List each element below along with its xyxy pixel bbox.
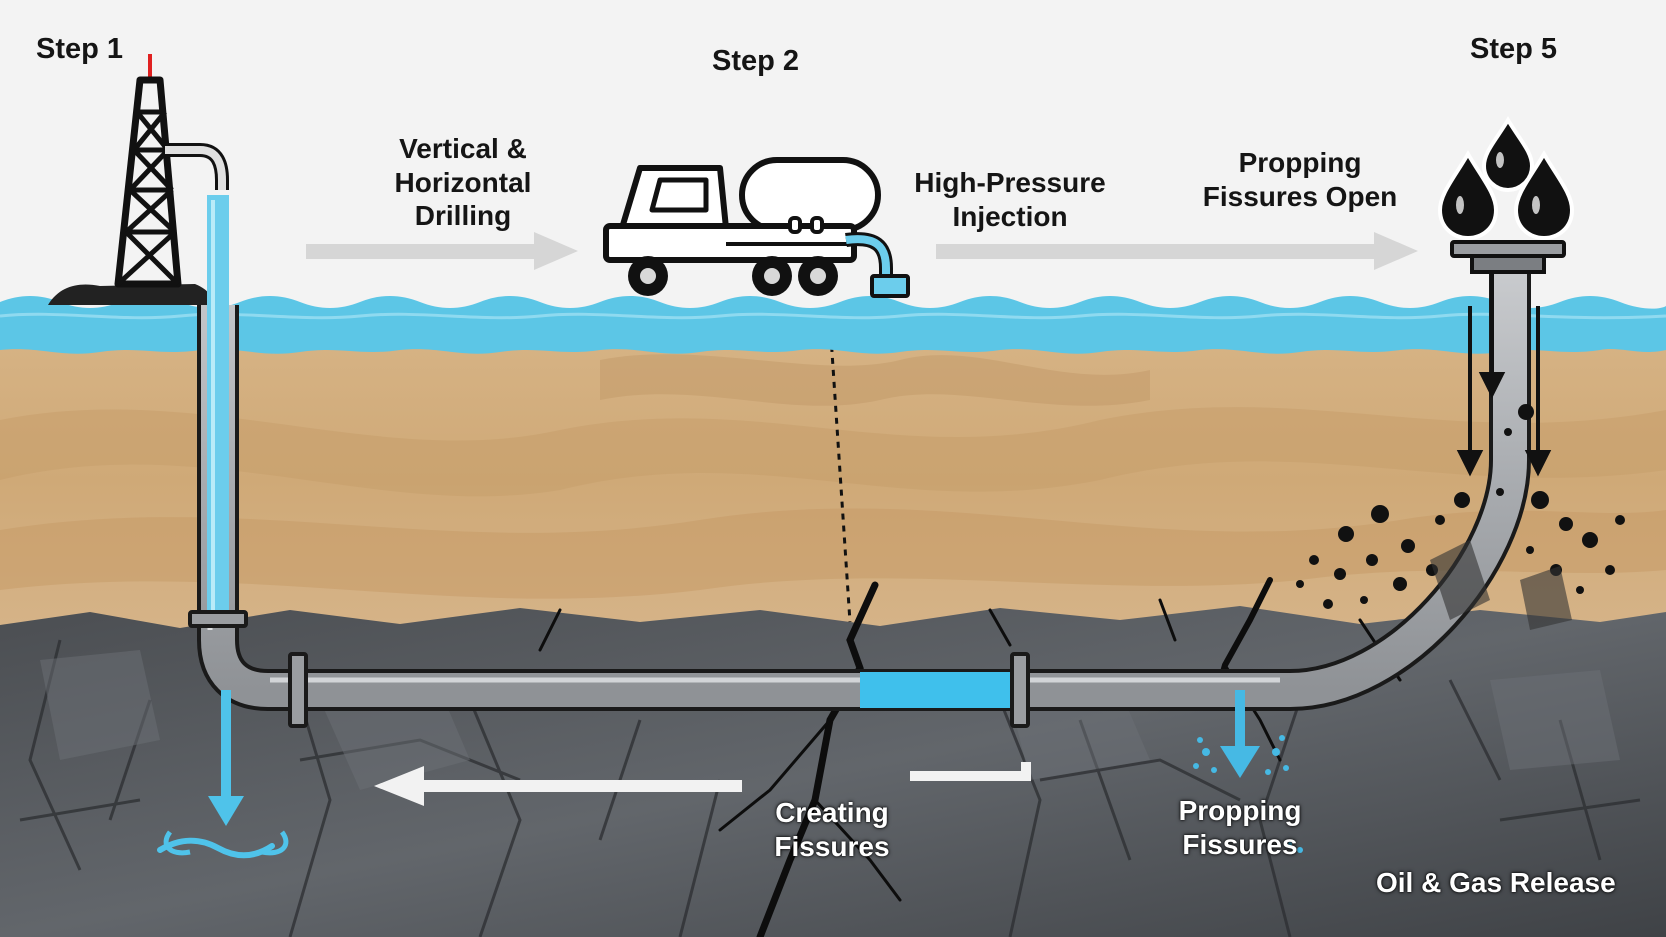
propping-open-label-line: Fissures Open	[1202, 180, 1398, 212]
propping-fissures-label-line: Propping	[1178, 795, 1302, 826]
drop-shine	[1456, 152, 1540, 214]
step-5-label: Step 5	[1470, 33, 1558, 65]
creating-fissures-label-line: Creating	[775, 797, 889, 828]
step-2-label: Step 2	[712, 45, 800, 77]
drilling-label-line: Horizontal	[394, 166, 532, 198]
water-layer	[0, 296, 1666, 354]
injection-label: High-Pressure Injection	[900, 166, 1120, 233]
fluid-discharge	[157, 690, 289, 859]
propping-fissures-label-line: Fissures	[1182, 828, 1298, 860]
oil-drops-icon	[1437, 116, 1575, 241]
well-pipe	[197, 268, 1531, 711]
rig-mound	[48, 284, 212, 305]
sand-dune	[0, 508, 1666, 599]
drilling-label-line: Drilling	[414, 200, 512, 232]
return-flow-arrow	[374, 762, 1031, 806]
injection-label-line: High-Pressure	[914, 167, 1106, 198]
sand-dune	[600, 354, 1150, 406]
fracture-guide-line	[828, 321, 852, 623]
propping-open-label: Propping Fissures Open	[1180, 146, 1420, 213]
drilling-label: Vertical & Horizontal Drilling	[368, 132, 558, 233]
rubble	[1430, 540, 1572, 630]
wellhead-icon	[1450, 240, 1566, 274]
oil-gas-release-label: Oil & Gas Release	[1376, 867, 1616, 898]
injection-hose	[845, 232, 910, 298]
water-ripple	[0, 312, 1666, 320]
drilling-label-line: Vertical &	[399, 133, 527, 164]
injected-fluid-horizontal	[860, 672, 1020, 708]
injection-label-line: Injection	[952, 200, 1068, 232]
creating-fissures-label: Creating Fissures	[752, 796, 912, 863]
downflow-arrows	[1456, 270, 1552, 477]
sand-dune	[0, 407, 1666, 497]
drilling-rig-icon	[114, 54, 229, 288]
surface-flow-arrows	[306, 232, 1418, 270]
propping-open-label-line: Propping	[1238, 147, 1362, 178]
propping-spray	[1193, 690, 1303, 853]
propping-fissures-label: Propping Fissures	[1150, 794, 1330, 861]
tanker-truck-icon	[603, 157, 881, 296]
pipe-collars	[188, 610, 1030, 728]
step-1-label: Step 1	[36, 33, 124, 65]
rock-highlights	[40, 650, 1620, 790]
creating-fissures-label-line: Fissures	[774, 830, 890, 862]
